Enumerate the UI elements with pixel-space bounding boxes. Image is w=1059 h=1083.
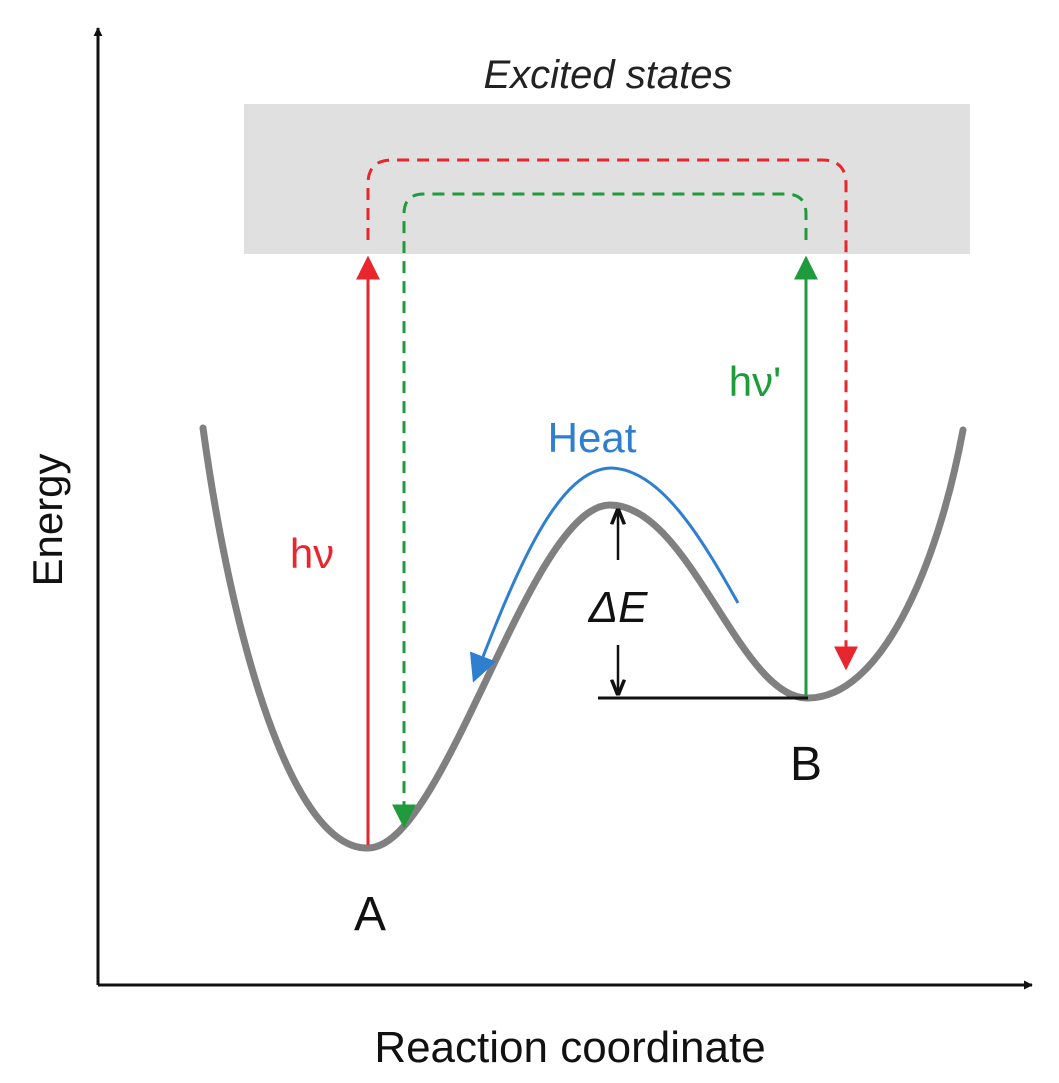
hv-prime-label: hν' <box>729 358 781 405</box>
excited-states-label: Excited states <box>483 53 732 97</box>
y-axis-label: Energy <box>24 453 71 586</box>
heat-label: Heat <box>548 414 637 461</box>
green-relaxation-path <box>392 192 808 829</box>
state-b-label: B <box>790 738 822 791</box>
excited-states-band <box>244 104 970 254</box>
delta-e-label: ΔE <box>588 583 649 632</box>
hv-label: hν <box>290 530 334 577</box>
red-relaxation-path <box>366 158 858 671</box>
potential-energy-curve <box>199 424 967 852</box>
heat-arrow <box>469 466 740 683</box>
x-axis-label: Reaction coordinate <box>374 1023 765 1072</box>
state-a-label: A <box>354 888 386 941</box>
